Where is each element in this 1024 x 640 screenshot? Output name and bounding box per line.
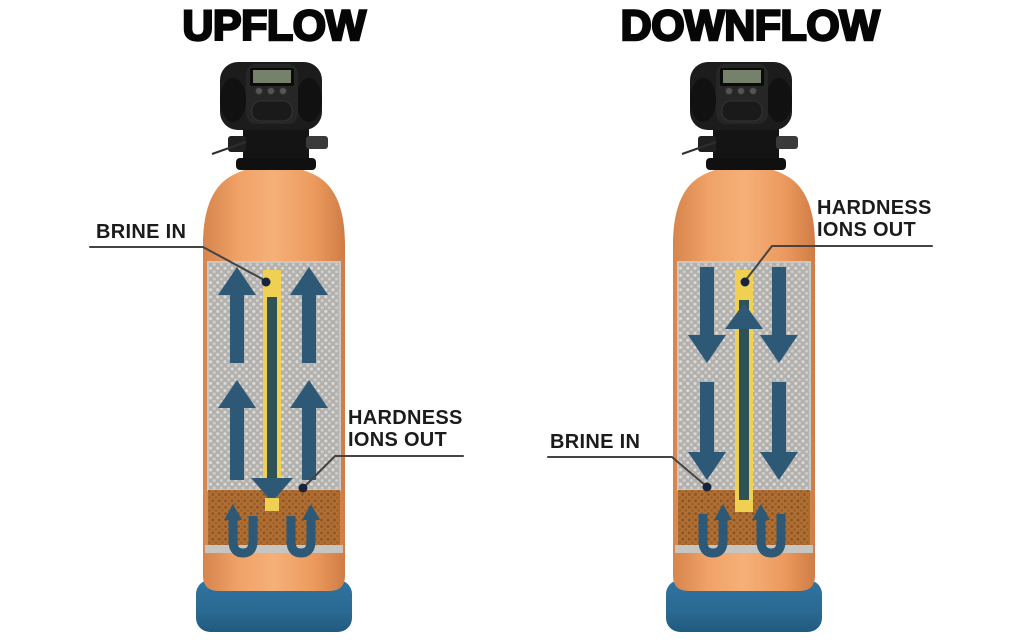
down-arrow [760, 382, 798, 480]
up-arrow [290, 380, 328, 480]
down-arrow [688, 382, 726, 480]
leader-lines [89, 245, 933, 488]
downflow-title: DOWNFLOW [619, 2, 881, 50]
up-arrow [218, 267, 256, 363]
downflow-flow-arrows [688, 267, 798, 480]
down-arrowhead [251, 478, 293, 502]
down-arrow [688, 267, 726, 363]
upflow-flow-arrows [218, 267, 328, 480]
upflow-title: UPFLOW [181, 2, 367, 50]
down-arrow [760, 267, 798, 363]
upflow-uturn-arrowheads [224, 504, 320, 520]
downflow-riser-tube [725, 270, 763, 512]
downflow-hardness-ions-out-label: HARDNESS IONS OUT [817, 197, 932, 241]
upflow-uturn-arrows [228, 516, 316, 558]
leader-dots [261, 277, 750, 493]
downflow-uturn-arrows [698, 514, 786, 558]
up-arrowhead [725, 303, 763, 329]
leader-hardness-out-right [744, 245, 933, 282]
leader-hardness-out-left [303, 455, 464, 488]
upflow-riser-tube [251, 270, 293, 511]
downflow-brine-in-label: BRINE IN [550, 431, 641, 453]
leader-brine-in-right [547, 456, 707, 487]
downflow-uturn-arrowheads [714, 504, 770, 520]
upflow-brine-in-label: BRINE IN [96, 221, 187, 243]
leader-brine-in-left [89, 246, 267, 282]
upflow-hardness-ions-out-label: HARDNESS IONS OUT [348, 407, 463, 451]
up-arrow [218, 380, 256, 480]
up-arrow [290, 267, 328, 363]
